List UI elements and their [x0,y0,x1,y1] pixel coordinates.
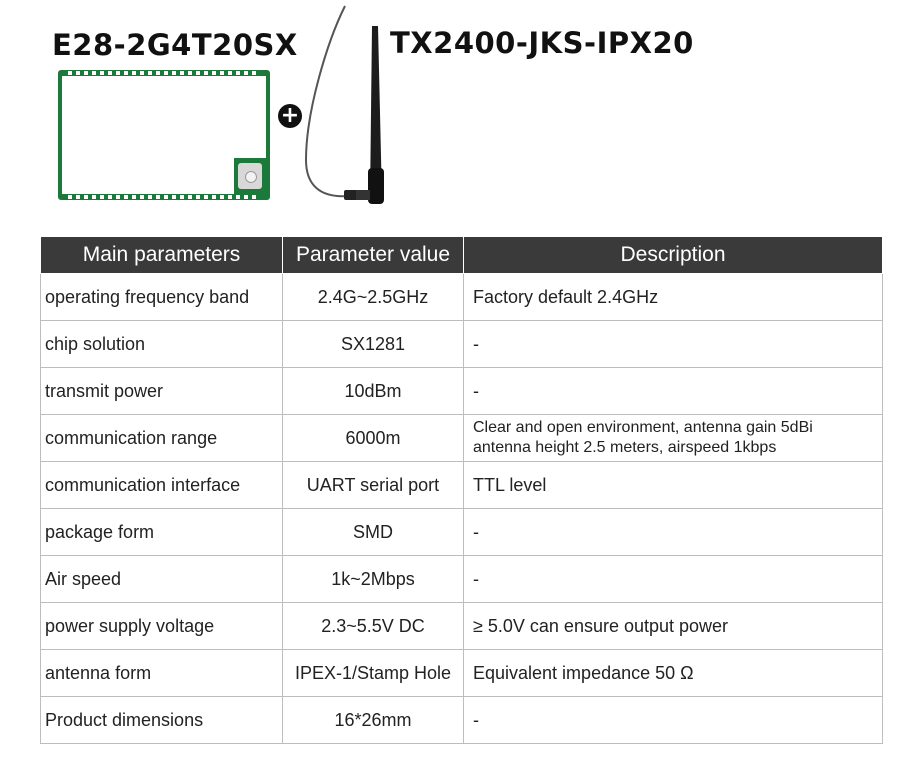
table-row: power supply voltage 2.3~5.5V DC ≥ 5.0V … [40,602,883,650]
param-value: SX1281 [282,320,464,368]
param-description: TTL level [463,461,883,509]
module-image [58,70,270,200]
table-row: Product dimensions 16*26mm - [40,696,883,744]
param-value: SMD [282,508,464,556]
header-main-parameters: Main parameters [40,236,283,274]
param-description: - [463,555,883,603]
param-name: Product dimensions [40,696,283,744]
table-row: communication range 6000m Clear and open… [40,414,883,462]
param-name: chip solution [40,320,283,368]
param-value: 10dBm [282,367,464,415]
module-pins-bottom [68,195,260,199]
table-row: antenna form IPEX-1/Stamp Hole Equivalen… [40,649,883,697]
header-parameter-value: Parameter value [282,236,464,274]
param-description: - [463,508,883,556]
header-description: Description [463,236,883,274]
module-pins-top [68,71,260,75]
module-title: E28-2G4T20SX [52,28,298,62]
param-description: ≥ 5.0V can ensure output power [463,602,883,650]
antenna-title: TX2400-JKS-IPX20 [390,26,694,60]
param-name: operating frequency band [40,273,283,321]
table-row: communication interface UART serial port… [40,461,883,509]
param-value: 6000m [282,414,464,462]
table-row: package form SMD - [40,508,883,556]
param-name: package form [40,508,283,556]
table-row: chip solution SX1281 - [40,320,883,368]
ipex-connector [234,158,266,194]
antenna-image [304,5,384,204]
param-description: - [463,320,883,368]
param-value: 2.4G~2.5GHz [282,273,464,321]
param-description: - [463,367,883,415]
param-description: Equivalent impedance 50 Ω [463,649,883,697]
param-value: IPEX-1/Stamp Hole [282,649,464,697]
table-row: operating frequency band 2.4G~2.5GHz Fac… [40,273,883,321]
param-description: - [463,696,883,744]
param-name: communication interface [40,461,283,509]
param-description: Clear and open environment, antenna gain… [463,414,883,462]
param-value: 1k~2Mbps [282,555,464,603]
module-shield [62,76,266,194]
table-header-row: Main parameters Parameter value Descript… [40,236,883,274]
table-row: Air speed 1k~2Mbps - [40,555,883,603]
parameters-table: Main parameters Parameter value Descript… [40,236,883,744]
param-value: 2.3~5.5V DC [282,602,464,650]
param-name: transmit power [40,367,283,415]
param-value: UART serial port [282,461,464,509]
table-row: transmit power 10dBm - [40,367,883,415]
description-line: antenna height 2.5 meters, airspeed 1kbp… [473,439,777,456]
param-name: communication range [40,414,283,462]
param-name: power supply voltage [40,602,283,650]
description-line: Clear and open environment, antenna gain… [473,419,813,436]
plus-icon: + [278,104,302,128]
param-value: 16*26mm [282,696,464,744]
param-name: antenna form [40,649,283,697]
param-name: Air speed [40,555,283,603]
param-description: Factory default 2.4GHz [463,273,883,321]
